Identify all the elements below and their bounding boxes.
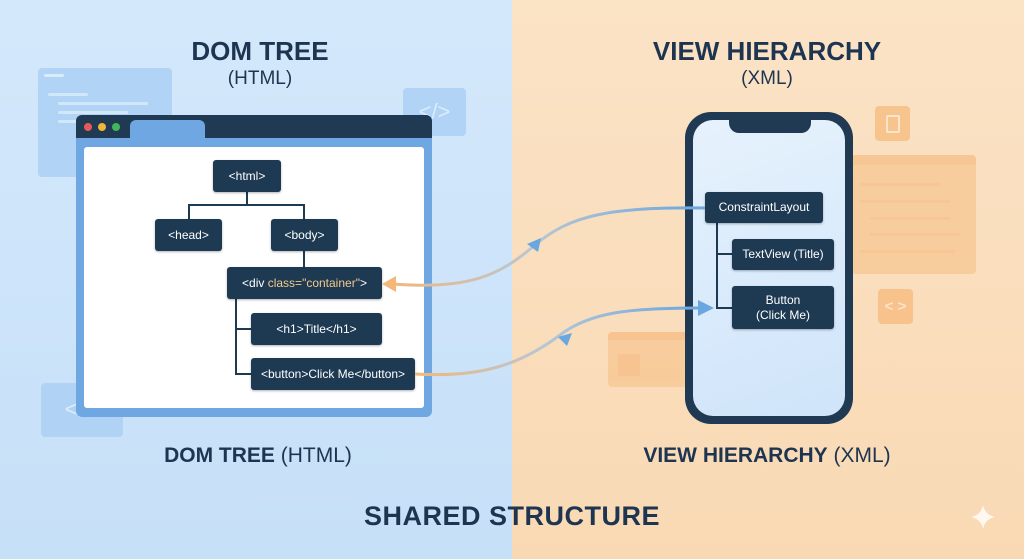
view-button-line1: Button: [765, 292, 801, 307]
dom-node-div: <div class="container">: [227, 267, 382, 299]
app-window-decoration: [608, 332, 688, 387]
connector-div-constraintlayout: [391, 206, 706, 287]
dom-tree-title: DOM TREE: [191, 36, 329, 66]
maximize-dot-icon: [112, 123, 120, 131]
view-hierarchy-subtitle: (XML): [741, 68, 793, 89]
view-hierarchy-title: VIEW HIERARCHY: [652, 36, 882, 66]
dom-node-html: <html>: [213, 160, 281, 192]
browser-tab: [130, 120, 205, 138]
minimize-dot-icon: [98, 123, 106, 131]
caption-bold: VIEW HIERARCHY: [643, 444, 828, 467]
view-hierarchy-caption: VIEW HIERARCHY (XML): [567, 444, 967, 468]
code-brackets-icon: </>: [403, 88, 466, 136]
dom-node-head: <head>: [155, 219, 222, 251]
dom-node-body: <body>: [271, 219, 338, 251]
div-tag-close: >: [359, 275, 367, 290]
arrowhead-blue-icon: [698, 300, 714, 316]
caption-rest: (HTML): [274, 444, 352, 467]
connector-button-button: [414, 306, 701, 377]
shared-structure-title: SHARED STRUCTURE: [363, 501, 660, 531]
sparkle-icon: [971, 505, 995, 529]
phone-notch: [729, 118, 811, 133]
arrowhead-blue-icon: [558, 333, 572, 346]
view-node-button: Button (Click Me): [732, 286, 834, 329]
div-class-attribute: class="container": [267, 275, 360, 290]
code-brackets-icon: < >: [878, 289, 913, 324]
file-icon: [875, 106, 910, 141]
close-dot-icon: [84, 123, 92, 131]
view-node-constraintlayout: ConstraintLayout: [705, 192, 823, 223]
view-node-textview: TextView (Title): [732, 239, 834, 270]
dom-node-h1: <h1>Title</h1>: [251, 313, 382, 345]
code-window-decoration: [850, 155, 976, 274]
dom-tree-caption: DOM TREE (HTML): [58, 444, 458, 468]
caption-bold: DOM TREE: [164, 444, 275, 467]
view-button-line2: (Click Me): [756, 307, 810, 322]
arrowhead-blue-icon: [527, 238, 541, 252]
caption-rest: (XML): [827, 444, 891, 467]
div-tag-open: <div: [242, 275, 268, 290]
dom-node-button: <button>Click Me</button>: [251, 358, 415, 390]
dom-tree-subtitle: (HTML): [227, 68, 293, 89]
arrowhead-orange-icon: [382, 276, 396, 292]
